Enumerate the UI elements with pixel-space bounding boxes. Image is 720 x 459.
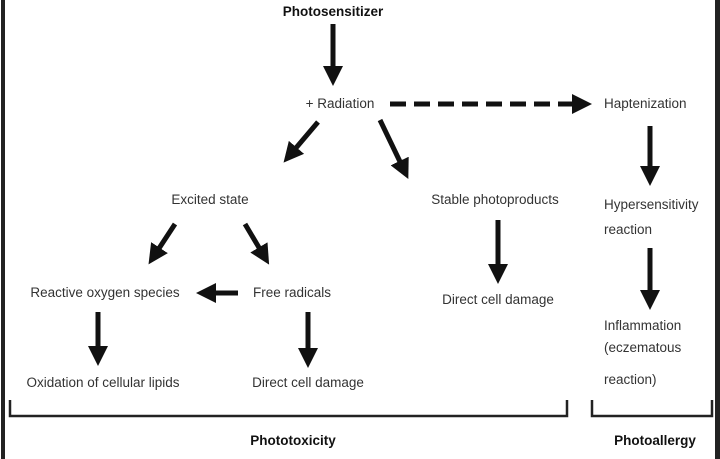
node-stable-photoproducts: Stable photoproducts xyxy=(431,192,559,207)
node-hypersensitivity-line2: reaction xyxy=(604,222,652,237)
node-hypersensitivity: Hypersensitivity xyxy=(604,197,699,212)
arrow xyxy=(377,118,409,180)
photoallergy-bracket xyxy=(590,400,714,418)
node-radiation: + Radiation xyxy=(306,96,375,111)
arrow xyxy=(242,222,270,265)
node-direct-cell-damage-2: Direct cell damage xyxy=(252,375,364,390)
node-photosensitizer: Photosensitizer xyxy=(283,4,384,19)
node-inflammation: Inflammation xyxy=(604,318,681,333)
node-haptenization: Haptenization xyxy=(604,96,687,111)
group-photoallergy: Photoallergy xyxy=(614,433,696,448)
group-phototoxicity: Phototoxicity xyxy=(250,433,336,448)
left-border xyxy=(1,0,5,459)
arrow xyxy=(283,120,320,163)
node-inflammation-line2: (eczematous xyxy=(604,340,682,355)
node-direct-cell-damage: Direct cell damage xyxy=(442,292,554,307)
right-border xyxy=(715,0,720,459)
node-excited-state: Excited state xyxy=(171,192,248,207)
arrow xyxy=(148,222,178,265)
node-oxidation: Oxidation of cellular lipids xyxy=(26,375,179,390)
phototoxicity-bracket xyxy=(8,400,569,418)
node-reactive-oxygen-species: Reactive oxygen species xyxy=(30,285,180,300)
node-free-radicals: Free radicals xyxy=(253,285,331,300)
node-inflammation-line3: reaction) xyxy=(604,372,657,387)
